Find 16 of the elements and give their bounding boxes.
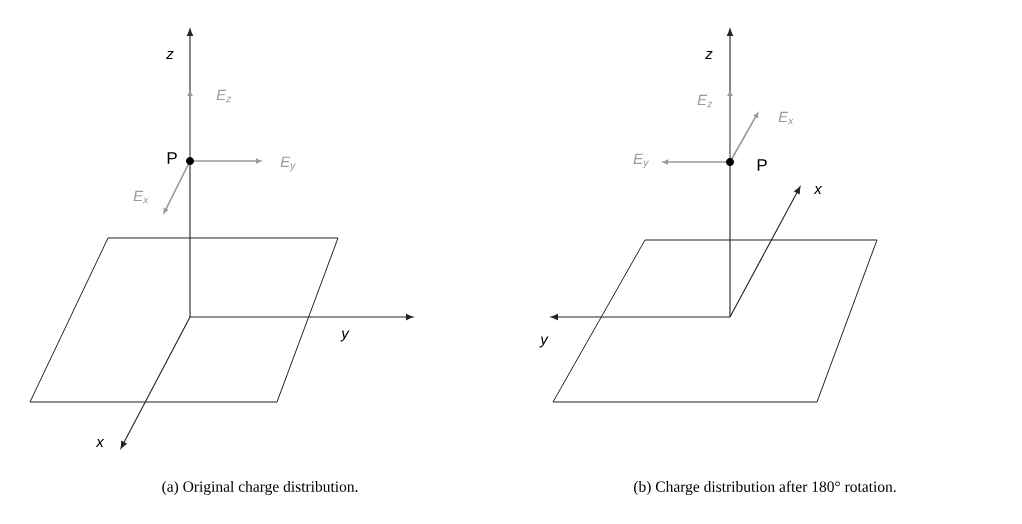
axis-label: y [340, 330, 350, 342]
axis-label: z [166, 51, 174, 59]
axis-label: y [539, 336, 549, 348]
axis-label: z [705, 51, 713, 59]
vector-label: E$_{y}$ [633, 153, 649, 169]
point-label: P [167, 152, 177, 164]
vector-label: E$_{x}$ [133, 190, 149, 204]
vector-label: E$_{z}$ [697, 94, 713, 108]
point-label: P [757, 159, 767, 171]
vector-label: E$_{x}$ [778, 111, 794, 125]
axis-label: x [813, 186, 823, 194]
vector-label: E$_{z}$ [216, 89, 232, 103]
caption: (b) Charge distribution after 180° rotation. [634, 480, 896, 496]
vector-label: E$_{y}$ [280, 156, 296, 172]
caption: (a) Original charge distribution. [162, 480, 358, 496]
axis-label: x [95, 439, 105, 447]
